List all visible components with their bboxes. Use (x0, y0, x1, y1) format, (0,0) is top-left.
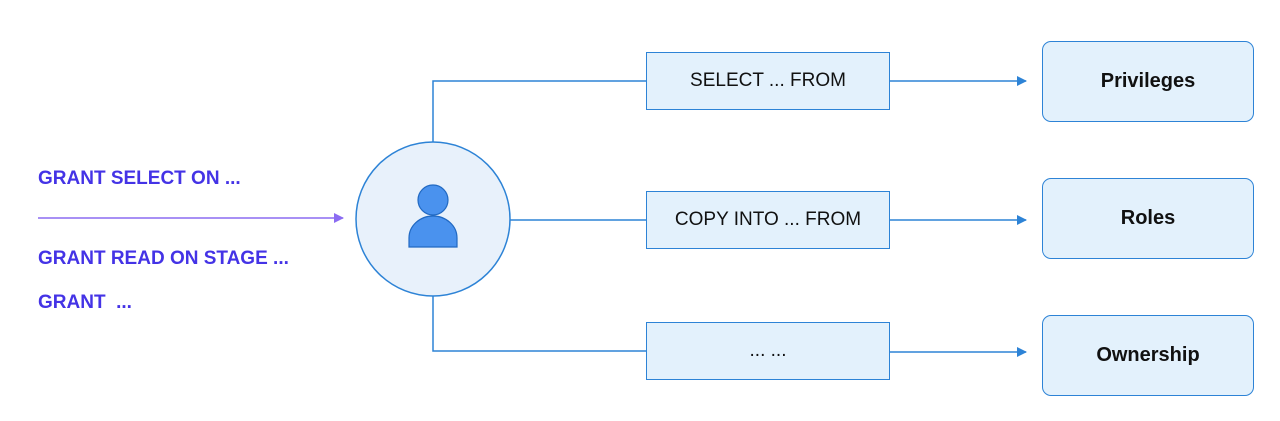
grant-select-text: GRANT SELECT ON ... (38, 168, 241, 189)
user-icon (408, 184, 458, 248)
target-label: Ownership (1096, 344, 1200, 366)
grant-read-stage-text: GRANT READ ON STAGE ... (38, 248, 289, 269)
target-label: Privileges (1100, 70, 1196, 92)
connector-top (432, 80, 646, 142)
grant-other-text: GRANT ... (38, 292, 132, 313)
command-box-copy-into: COPY INTO ... FROM (646, 191, 890, 249)
command-label: COPY INTO ... FROM (674, 209, 862, 230)
command-label: ... ... (749, 340, 787, 361)
target-box-roles: Roles (1042, 178, 1254, 259)
command-label: SELECT ... FROM (690, 70, 846, 91)
command-box-select: SELECT ... FROM (646, 52, 890, 110)
connector-bottom (432, 296, 646, 352)
target-label: Roles (1120, 207, 1176, 229)
target-box-ownership: Ownership (1042, 315, 1254, 396)
target-box-privileges: Privileges (1042, 41, 1254, 122)
command-box-other: ... ... (646, 322, 890, 380)
